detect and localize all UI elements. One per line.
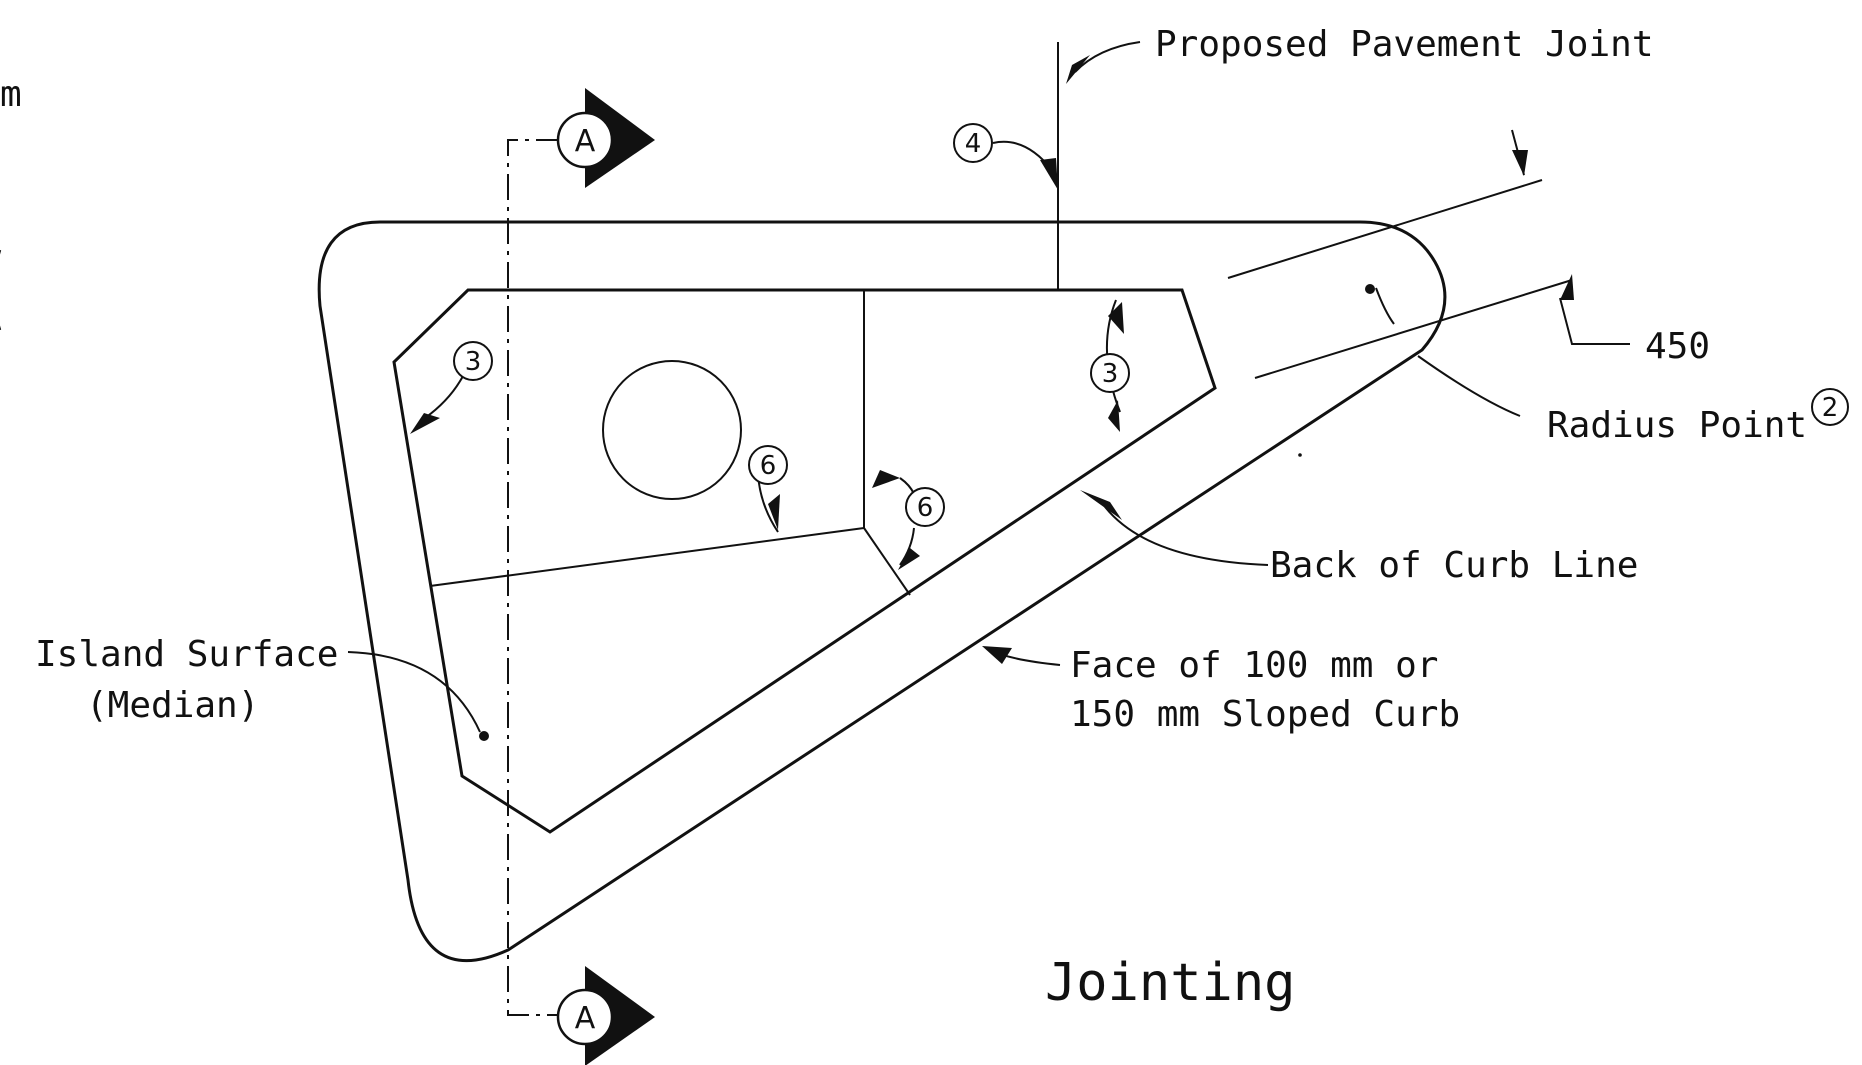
drawing-title: Jointing [1045, 953, 1295, 1013]
radius-point-label: Radius Point [1547, 405, 1807, 446]
section-marker-bottom: A [556, 966, 655, 1065]
island-circle [602, 360, 742, 500]
section-marker-top: A [556, 88, 655, 188]
callout-joint-center: 6 [748, 445, 788, 485]
interior-joint-lines [429, 290, 911, 596]
dim-arrow-top [1512, 150, 1528, 176]
back-of-curb-line-label: Back of Curb Line [1270, 545, 1638, 586]
stray-dot [1298, 453, 1302, 457]
callout-radius-note-text: 2 [1822, 393, 1839, 423]
island-surface-label-line2: (Median) [86, 685, 259, 726]
edge-text-fragment: m [0, 74, 22, 115]
island-surface-label-line1: Island Surface [35, 634, 338, 675]
callout-joint-top-text: 4 [965, 129, 982, 159]
section-marker-bottom-label: A [575, 1001, 596, 1036]
back-of-curb-outline [392, 288, 1217, 834]
callout-joint-left: 3 [453, 341, 493, 381]
island-surface-dot [479, 731, 489, 741]
callout-joint-center-text: 6 [760, 451, 777, 481]
section-marker-top-label: A [575, 124, 596, 159]
radius-dimension-lines [1227, 129, 1630, 417]
callout-joint-left-text: 3 [465, 347, 482, 377]
section-cut-line [507, 139, 562, 1016]
proposed-pavement-joint-label: Proposed Pavement Joint [1155, 24, 1654, 65]
face-of-curb-label-line1: Face of 100 mm or [1070, 645, 1438, 686]
callout-joint-center-right: 6 [905, 487, 945, 527]
face-of-curb-label-line2: 150 mm Sloped Curb [1070, 694, 1460, 735]
callout-joint-center-right-text: 6 [917, 493, 934, 523]
dim-arrow-bottom [1560, 274, 1574, 300]
curb-face-outline [317, 220, 1447, 963]
joint-angle-leaders [757, 299, 1121, 566]
radius-point-dot [1365, 284, 1375, 294]
leader-arrowheads [410, 55, 1124, 664]
callout-joint-right: 3 [1090, 353, 1130, 393]
callout-joint-top: 4 [953, 123, 993, 163]
callout-radius-note: 2 [1811, 388, 1849, 426]
dimension-450-label: 450 [1645, 326, 1710, 367]
callout-joint-right-text: 3 [1102, 359, 1119, 389]
